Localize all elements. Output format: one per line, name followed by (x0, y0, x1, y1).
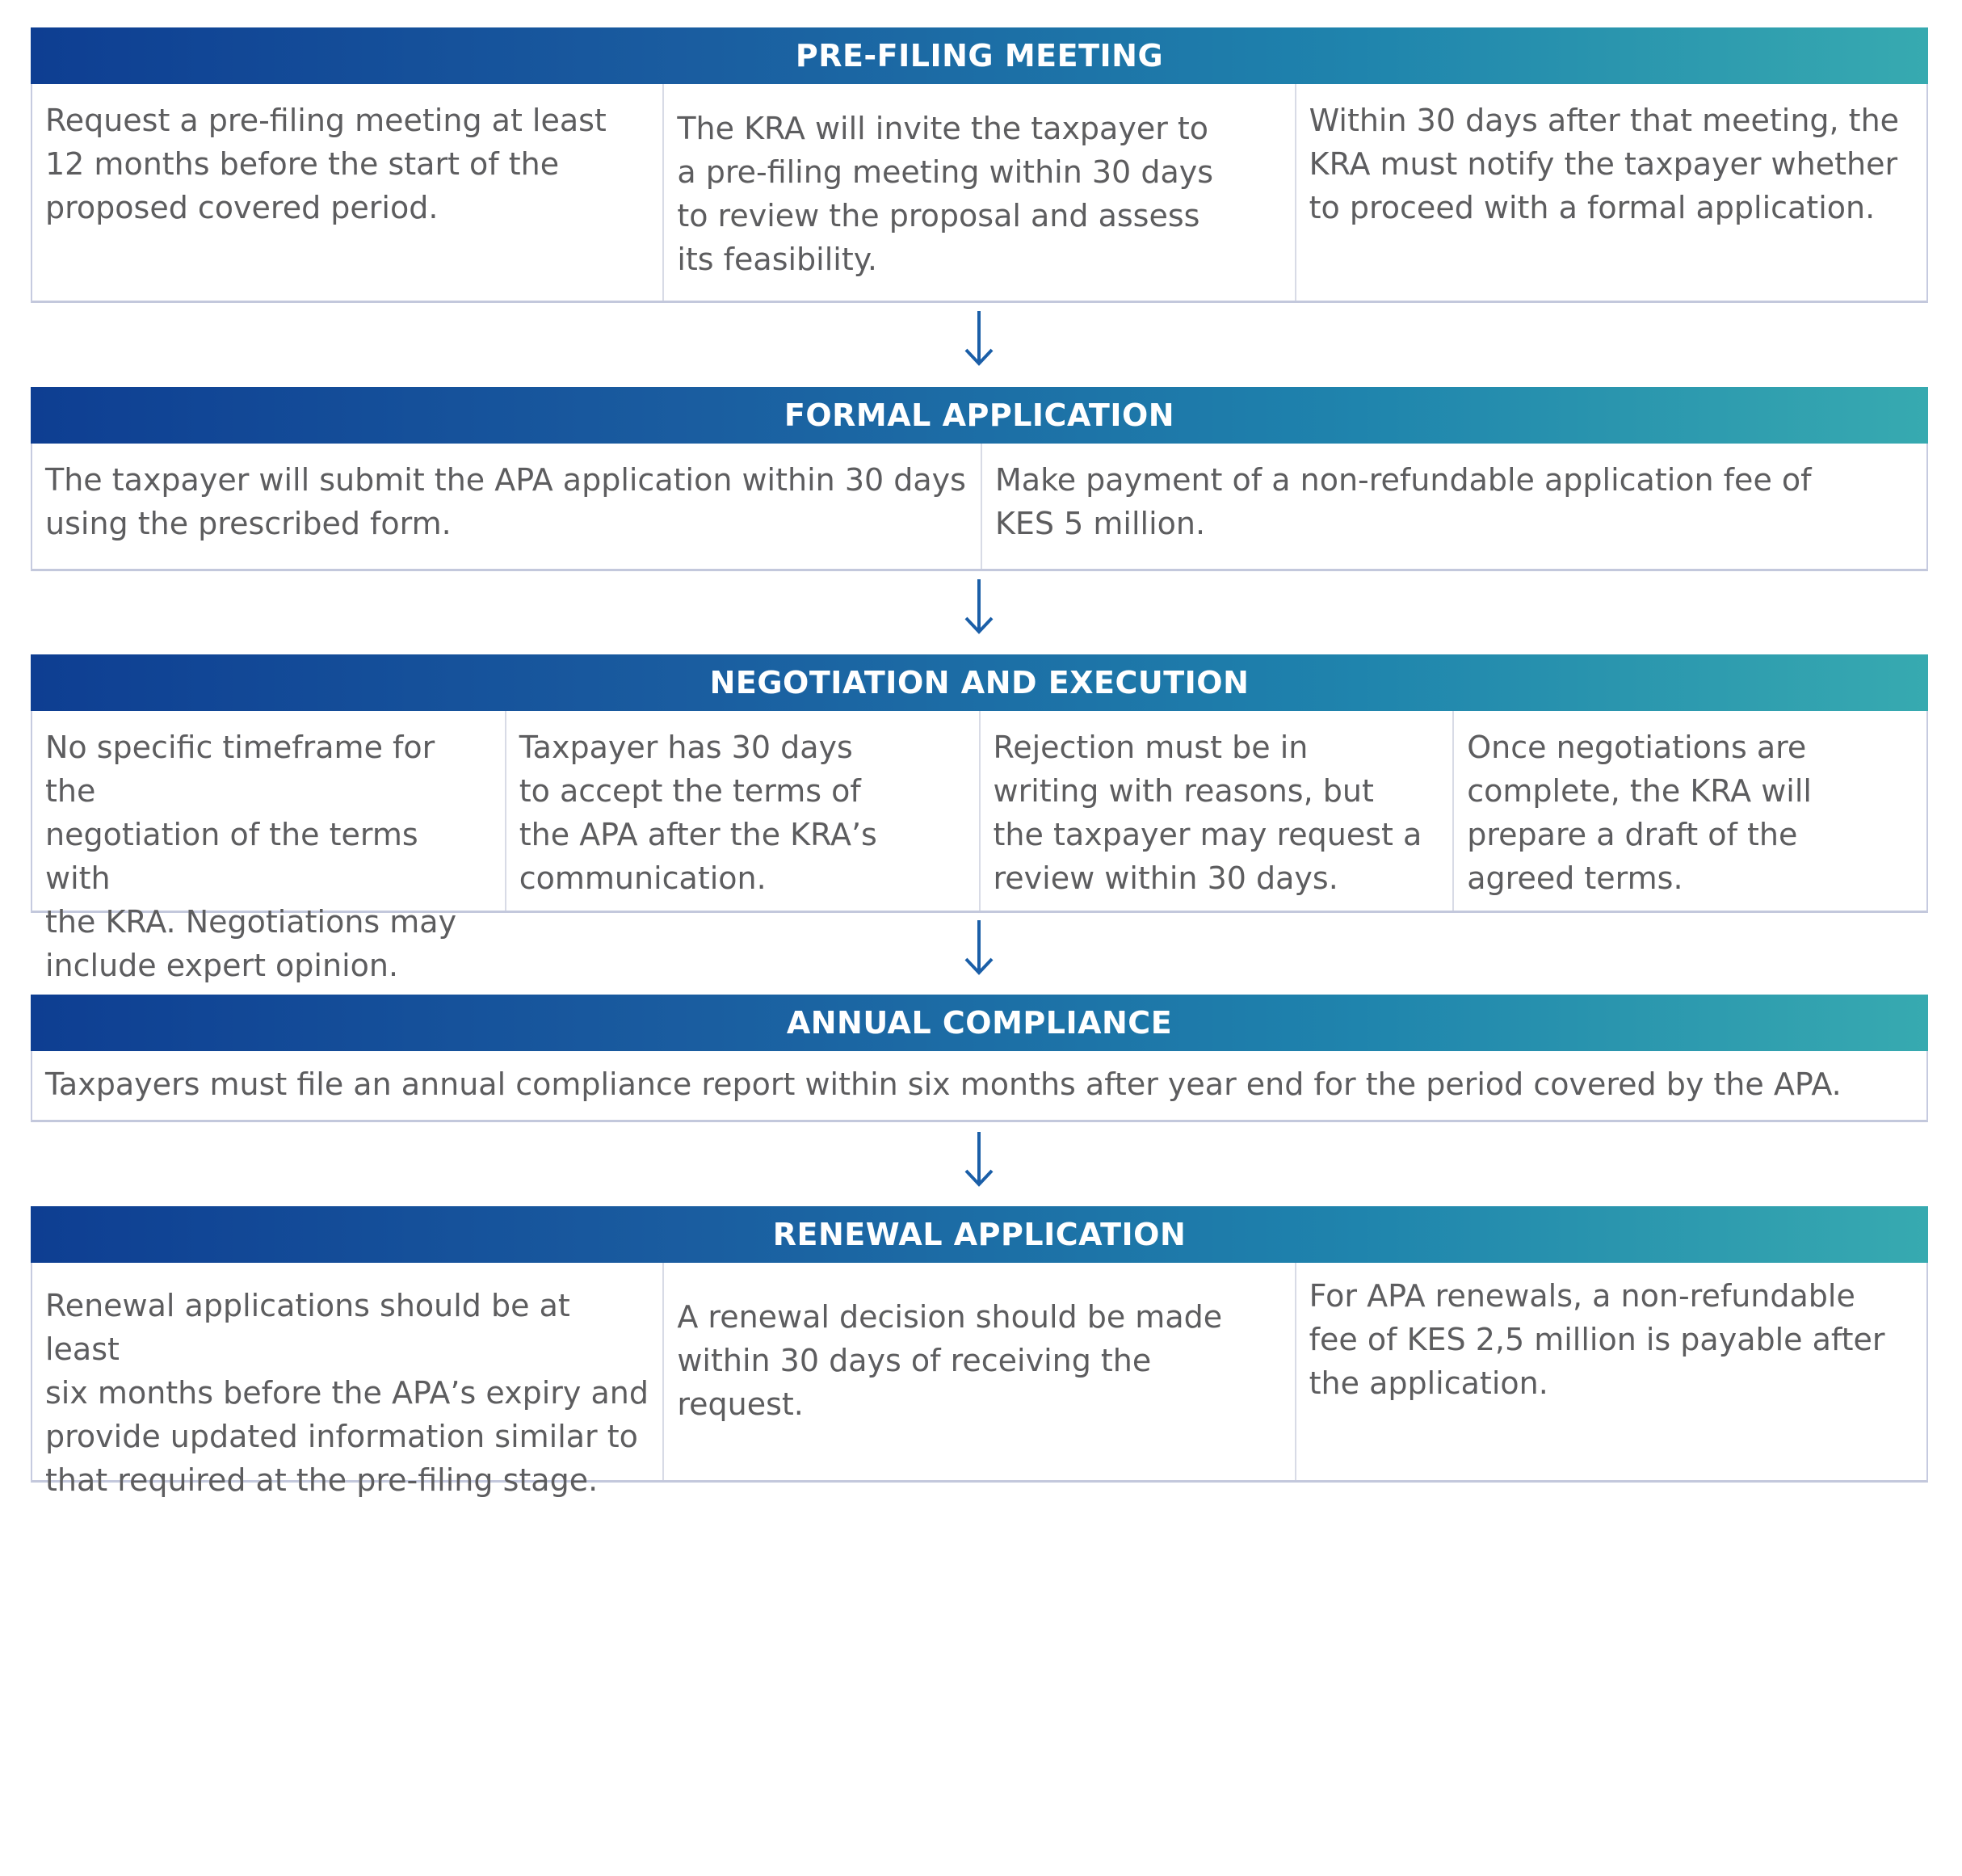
stage-body: No specific timeframe for the negotiatio… (31, 711, 1928, 983)
line: For APA renewals, a non-refundable (1309, 1278, 1855, 1314)
stage-body: Renewal applications should be at least … (31, 1263, 1928, 1498)
line: writing with reasons, but (993, 773, 1374, 809)
step-cell: The taxpayer will submit the APA applica… (32, 444, 981, 569)
line: fee of KES 2,5 million is payable after (1309, 1322, 1885, 1357)
line: Taxpayers must file an annual compliance… (45, 1066, 1842, 1102)
down-arrow-icon (964, 311, 994, 366)
step-cell: The KRA will invite the taxpayer to a pr… (662, 84, 1294, 301)
line: the taxpayer may request a (993, 817, 1422, 852)
line: Renewal applications should be at least (45, 1288, 570, 1367)
step-cell: Request a pre-filing meeting at least 12… (32, 84, 662, 301)
line: the KRA. Negotiations may (45, 904, 457, 940)
step-cell: Rejection must be in writing with reason… (978, 711, 1453, 911)
line: The taxpayer will submit the APA applica… (45, 462, 966, 498)
step-cell: Make payment of a non-refundable applica… (981, 444, 1926, 569)
line: to review the proposal and assess (677, 198, 1200, 233)
line: complete, the KRA will (1467, 773, 1812, 809)
line: the application. (1309, 1365, 1548, 1401)
line: review within 30 days. (993, 860, 1338, 896)
down-arrow-icon (964, 579, 994, 634)
line: using the prescribed form. (45, 506, 452, 541)
line: include expert opinion. (45, 948, 399, 983)
down-arrow-icon (964, 1132, 994, 1187)
stage-title: RENEWAL APPLICATION (31, 1206, 1928, 1263)
line: agreed terms. (1467, 860, 1683, 896)
stage-title: PRE-FILING MEETING (31, 27, 1928, 84)
stage-renewal-application: RENEWAL APPLICATION Renewal applications… (31, 1206, 1928, 1498)
step-cell: Within 30 days after that meeting, the K… (1294, 84, 1926, 301)
stage-pre-filing-meeting: PRE-FILING MEETING Request a pre-filing … (31, 27, 1928, 303)
line: provide updated information similar to (45, 1419, 638, 1454)
stage-body: The taxpayer will submit the APA applica… (31, 444, 1928, 571)
line: The KRA will invite the taxpayer to (677, 111, 1209, 146)
line: 12 months before the start of the (45, 146, 560, 182)
line: proposed covered period. (45, 190, 439, 225)
step-cell: A renewal decision should be made within… (662, 1263, 1294, 1480)
stage-annual-compliance: ANNUAL COMPLIANCE Taxpayers must file an… (31, 995, 1928, 1122)
step-cell: Taxpayers must file an annual compliance… (32, 1051, 1926, 1120)
line: negotiation of the terms with (45, 817, 418, 896)
line: prepare a draft of the (1467, 817, 1798, 852)
line: A renewal decision should be made (677, 1299, 1223, 1335)
line: to accept the terms of (519, 773, 861, 809)
line: Make payment of a non-refundable applica… (995, 462, 1812, 498)
line: Within 30 days after that meeting, the (1309, 103, 1900, 138)
line: Taxpayer has 30 days (519, 730, 853, 765)
line: that required at the pre-filing stage. (45, 1462, 599, 1498)
step-cell: No specific timeframe for the negotiatio… (32, 711, 505, 983)
down-arrow-icon (964, 920, 994, 975)
line: to proceed with a formal application. (1309, 190, 1876, 225)
line: a pre-filing meeting within 30 days (677, 154, 1214, 190)
line: Once negotiations are (1467, 730, 1807, 765)
line: No specific timeframe for the (45, 730, 435, 809)
stage-body: Taxpayers must file an annual compliance… (31, 1051, 1928, 1122)
line: KRA must notify the taxpayer whether (1309, 146, 1898, 182)
stage-title: NEGOTIATION AND EXECUTION (31, 654, 1928, 711)
stage-body: Request a pre-filing meeting at least 12… (31, 84, 1928, 303)
step-cell: Taxpayer has 30 days to accept the terms… (504, 711, 979, 911)
step-cell: Once negotiations are complete, the KRA … (1452, 711, 1926, 911)
line: six months before the APA’s expiry and (45, 1375, 649, 1411)
line: its feasibility. (677, 242, 877, 277)
line: Request a pre-filing meeting at least (45, 103, 607, 138)
stage-title: ANNUAL COMPLIANCE (31, 995, 1928, 1051)
line: KES 5 million. (995, 506, 1206, 541)
step-cell: For APA renewals, a non-refundable fee o… (1294, 1263, 1926, 1480)
line: the APA after the KRA’s (519, 817, 877, 852)
line: within 30 days of receiving the request. (677, 1343, 1152, 1422)
stage-formal-application: FORMAL APPLICATION The taxpayer will sub… (31, 387, 1928, 571)
stage-title: FORMAL APPLICATION (31, 387, 1928, 444)
line: Rejection must be in (993, 730, 1309, 765)
line: communication. (519, 860, 767, 896)
step-cell: Renewal applications should be at least … (32, 1263, 662, 1498)
stage-negotiation-and-execution: NEGOTIATION AND EXECUTION No specific ti… (31, 654, 1928, 983)
